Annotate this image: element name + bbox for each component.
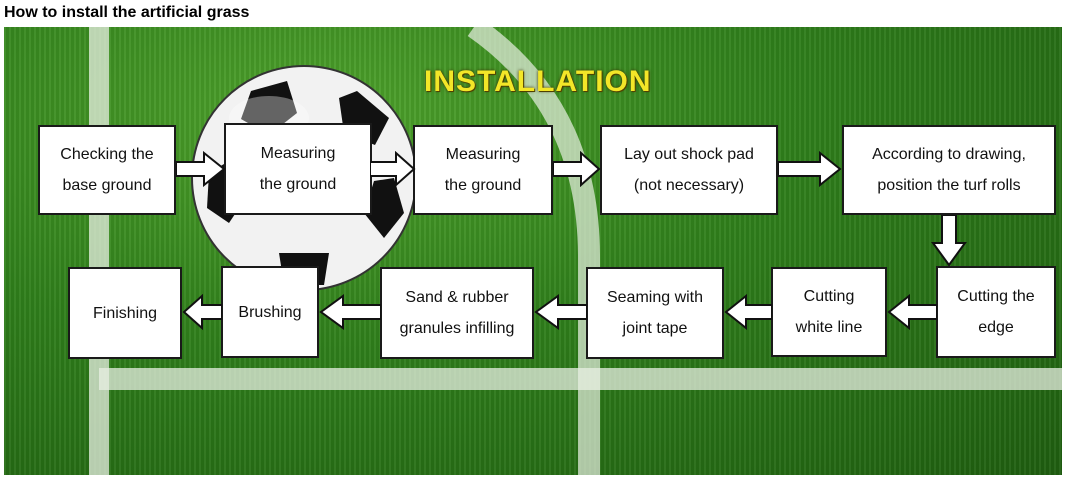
step-lay-out-shock-pad: Lay out shock pad (not necessary): [600, 125, 778, 215]
step-label: Brushing: [238, 303, 302, 321]
arrow-right-icon: [370, 151, 416, 187]
step-label: Finishing: [92, 304, 158, 322]
arrow-right-icon: [778, 151, 842, 187]
step-position-turf-rolls: According to drawing, position the turf …: [842, 125, 1056, 215]
step-label: Measuring the ground: [444, 146, 522, 194]
step-sand-rubber-infilling: Sand & rubber granules infilling: [380, 267, 534, 359]
step-label: Measuring the ground: [259, 145, 337, 193]
installation-heading: INSTALLATION: [424, 65, 652, 98]
arrow-left-icon: [534, 294, 587, 330]
arrow-left-icon: [724, 294, 772, 330]
step-label: Sand & rubber granules infilling: [399, 289, 515, 337]
arrow-right-icon: [553, 151, 601, 187]
arrow-left-icon: [182, 294, 222, 330]
step-measuring-ground-2: Measuring the ground: [413, 125, 553, 215]
arrow-down-icon: [931, 215, 967, 267]
step-label: Checking the base ground: [60, 146, 154, 194]
arrow-right-icon: [176, 151, 226, 187]
arrow-left-icon: [319, 294, 381, 330]
step-label: Lay out shock pad (not necessary): [624, 146, 754, 194]
arrow-left-icon: [887, 294, 937, 330]
step-cutting-edge: Cutting the edge: [936, 266, 1056, 358]
pitch-lines: [89, 27, 1062, 475]
page-title: How to install the artificial grass: [4, 4, 250, 21]
step-seaming-joint-tape: Seaming with joint tape: [586, 267, 724, 359]
step-finishing: Finishing: [68, 267, 182, 359]
step-cutting-white-line: Cutting white line: [771, 267, 887, 357]
step-label: According to drawing, position the turf …: [872, 146, 1026, 194]
installation-diagram: INSTALLATION Checking the base ground Me…: [4, 27, 1062, 475]
step-checking-base-ground: Checking the base ground: [38, 125, 176, 215]
step-label: Seaming with joint tape: [606, 289, 704, 337]
step-label: Cutting white line: [795, 288, 863, 336]
step-measuring-ground-1: Measuring the ground: [224, 123, 372, 215]
step-brushing: Brushing: [221, 266, 319, 358]
step-label: Cutting the edge: [957, 288, 1035, 336]
